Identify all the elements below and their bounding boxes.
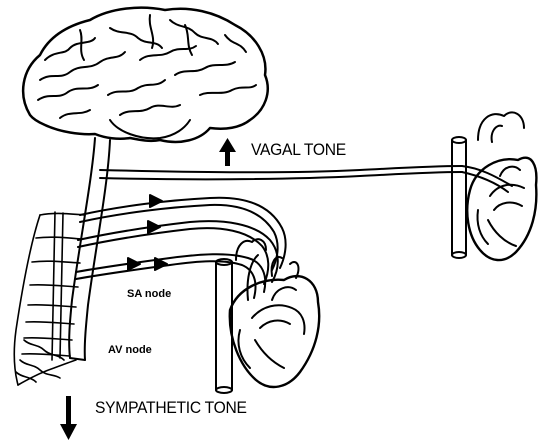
vagal-up-arrow [219,138,236,166]
sa-node-label: SA node [127,288,171,300]
vagus-nerve [100,166,512,192]
vagal-tone-label: VAGAL TONE [251,140,346,160]
av-node-label: AV node [108,344,152,356]
spinal-cord [69,138,110,360]
sympathetic-tone-label: SYMPATHETIC TONE [95,398,247,418]
sympathetic-down-arrow [60,396,77,440]
sympathetic-fibers [76,195,286,298]
brain-illustration [23,8,268,142]
heart-vagal [452,112,536,260]
